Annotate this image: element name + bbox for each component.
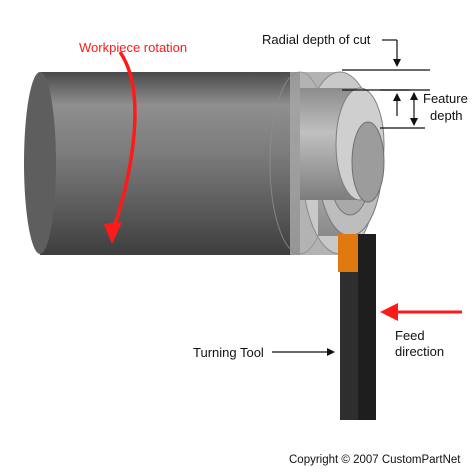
tool-insert (338, 234, 358, 272)
rotation-arrow (104, 51, 137, 244)
workpiece (24, 71, 385, 255)
copyright-text: Copyright © 2007 CustomPartNet (289, 454, 461, 466)
workpiece-body (32, 72, 300, 255)
left-arrow-icon (380, 303, 398, 321)
feature-depth-dimension (380, 89, 425, 129)
turning-tool (338, 234, 376, 420)
curved-arrow-icon (110, 51, 137, 233)
workpiece-rotation-label: Workpiece rotation (79, 40, 187, 55)
feed-direction-label-1: Feed (395, 328, 425, 343)
feed-direction-label-2: direction (395, 344, 444, 359)
feature-depth-label-2: depth (430, 108, 463, 123)
feature-depth-label-1: Feature (423, 91, 468, 106)
turning-tool-label: Turning Tool (193, 345, 264, 360)
feed-arrow (380, 303, 462, 321)
radial-depth-label: Radial depth of cut (262, 32, 371, 47)
workpiece-back-end (24, 72, 56, 254)
